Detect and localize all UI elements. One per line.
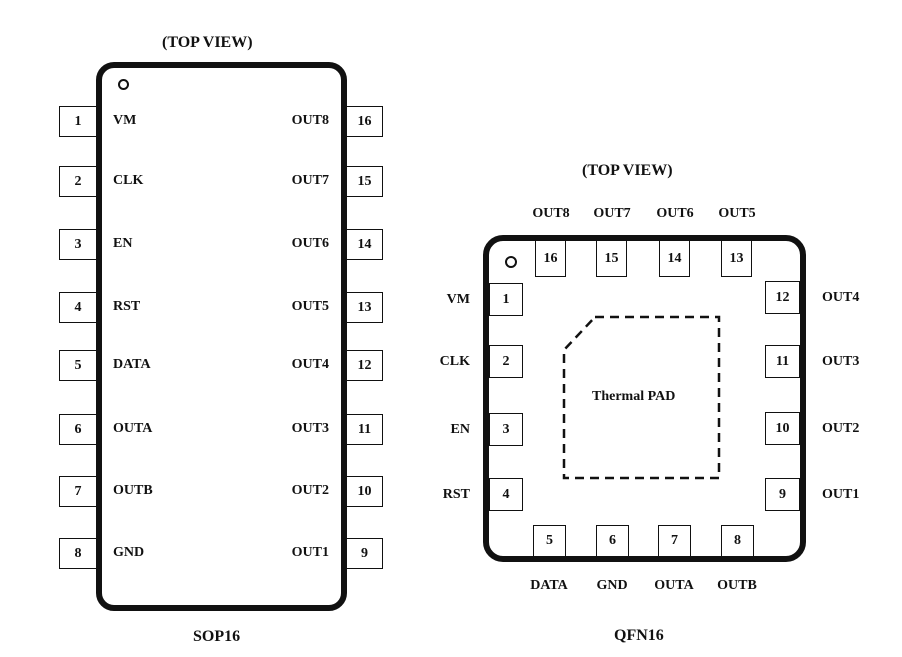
qfn16-pin-label: CLK (439, 354, 470, 369)
sop16-pin-number: 4 (59, 292, 97, 323)
qfn16-pin-label: GND (596, 578, 628, 593)
qfn16-pin-label: OUTB (717, 578, 757, 593)
thermal-pad-label: Thermal PAD (592, 389, 676, 404)
qfn16-pin-number: 10 (765, 412, 800, 445)
qfn16-pin-label: OUT7 (593, 206, 631, 221)
qfn16-pin-label: VM (446, 292, 470, 307)
sop16-pin-label: OUT7 (291, 173, 329, 188)
sop16-pin-number: 15 (346, 166, 383, 197)
qfn16-pin-number: 1 (489, 283, 523, 316)
qfn16-pin-number: 4 (489, 478, 523, 511)
sop16-pin-number: 7 (59, 476, 97, 507)
sop16-title: (TOP VIEW) (162, 34, 253, 51)
qfn16-pin-label: OUT5 (718, 206, 756, 221)
sop16-pin-number: 16 (346, 106, 383, 137)
sop16-package-name: SOP16 (193, 628, 241, 645)
qfn16-pin-label: DATA (530, 578, 568, 593)
sop16-pin-label: GND (113, 545, 145, 560)
sop16-pin-number: 12 (346, 350, 383, 381)
qfn16-pin-label: OUT1 (822, 487, 860, 502)
qfn16-package-name: QFN16 (614, 627, 664, 644)
qfn16-pin-label: OUT3 (822, 354, 860, 369)
qfn16-pin-label: OUT4 (822, 290, 860, 305)
sop16-pin-number: 3 (59, 229, 97, 260)
sop16-pin-label: OUT3 (291, 421, 329, 436)
qfn16-pin-number: 15 (596, 240, 627, 277)
qfn16-pin-number: 9 (765, 478, 800, 511)
sop16-pin-label: OUTA (113, 421, 153, 436)
sop16-pin-number: 5 (59, 350, 97, 381)
qfn16-pin-label: OUT8 (532, 206, 570, 221)
qfn16-pin-number: 14 (659, 240, 690, 277)
thermal-pad-outline (562, 315, 721, 480)
sop16-pin-label: DATA (113, 357, 151, 372)
qfn16-pin-number: 5 (533, 525, 566, 557)
sop16-pin-number: 14 (346, 229, 383, 260)
qfn16-pin-number: 12 (765, 281, 800, 314)
sop16-pin-label: OUT2 (291, 483, 329, 498)
qfn16-title: (TOP VIEW) (582, 162, 673, 179)
qfn16-pin-number: 13 (721, 240, 752, 277)
qfn16-pin-label: RST (442, 487, 470, 502)
sop16-pin-number: 9 (346, 538, 383, 569)
sop16-pin-number: 11 (346, 414, 383, 445)
qfn16-pin-number: 7 (658, 525, 691, 557)
qfn16-pin-number: 16 (535, 240, 566, 277)
sop16-pin-number: 13 (346, 292, 383, 323)
sop16-pin-label: OUT4 (291, 357, 329, 372)
qfn16-pin-label: OUT2 (822, 421, 860, 436)
sop16-pin1-marker (118, 79, 129, 90)
sop16-pin-number: 8 (59, 538, 97, 569)
sop16-body (96, 62, 347, 611)
sop16-pin-label: RST (113, 299, 141, 314)
qfn16-pin-number: 8 (721, 525, 754, 557)
sop16-pin-number: 6 (59, 414, 97, 445)
sop16-pin-label: VM (113, 113, 137, 128)
sop16-pin-number: 2 (59, 166, 97, 197)
qfn16-pin-number: 2 (489, 345, 523, 378)
qfn16-pin-label: OUTA (654, 578, 694, 593)
qfn16-pin-label: OUT6 (656, 206, 694, 221)
sop16-pin-label: EN (113, 236, 133, 251)
qfn16-body (483, 235, 806, 562)
sop16-pin-label: OUTB (113, 483, 153, 498)
qfn16-pin-number: 11 (765, 345, 800, 378)
sop16-pin-label: OUT6 (291, 236, 329, 251)
qfn16-pin-label: EN (450, 422, 470, 437)
qfn16-pin-number: 6 (596, 525, 629, 557)
qfn16-pin1-marker (505, 256, 517, 268)
sop16-pin-label: OUT5 (291, 299, 329, 314)
qfn16-pin-number: 3 (489, 413, 523, 446)
sop16-pin-number: 10 (346, 476, 383, 507)
sop16-pin-number: 1 (59, 106, 97, 137)
sop16-pin-label: CLK (113, 173, 144, 188)
sop16-pin-label: OUT1 (291, 545, 329, 560)
sop16-pin-label: OUT8 (291, 113, 329, 128)
